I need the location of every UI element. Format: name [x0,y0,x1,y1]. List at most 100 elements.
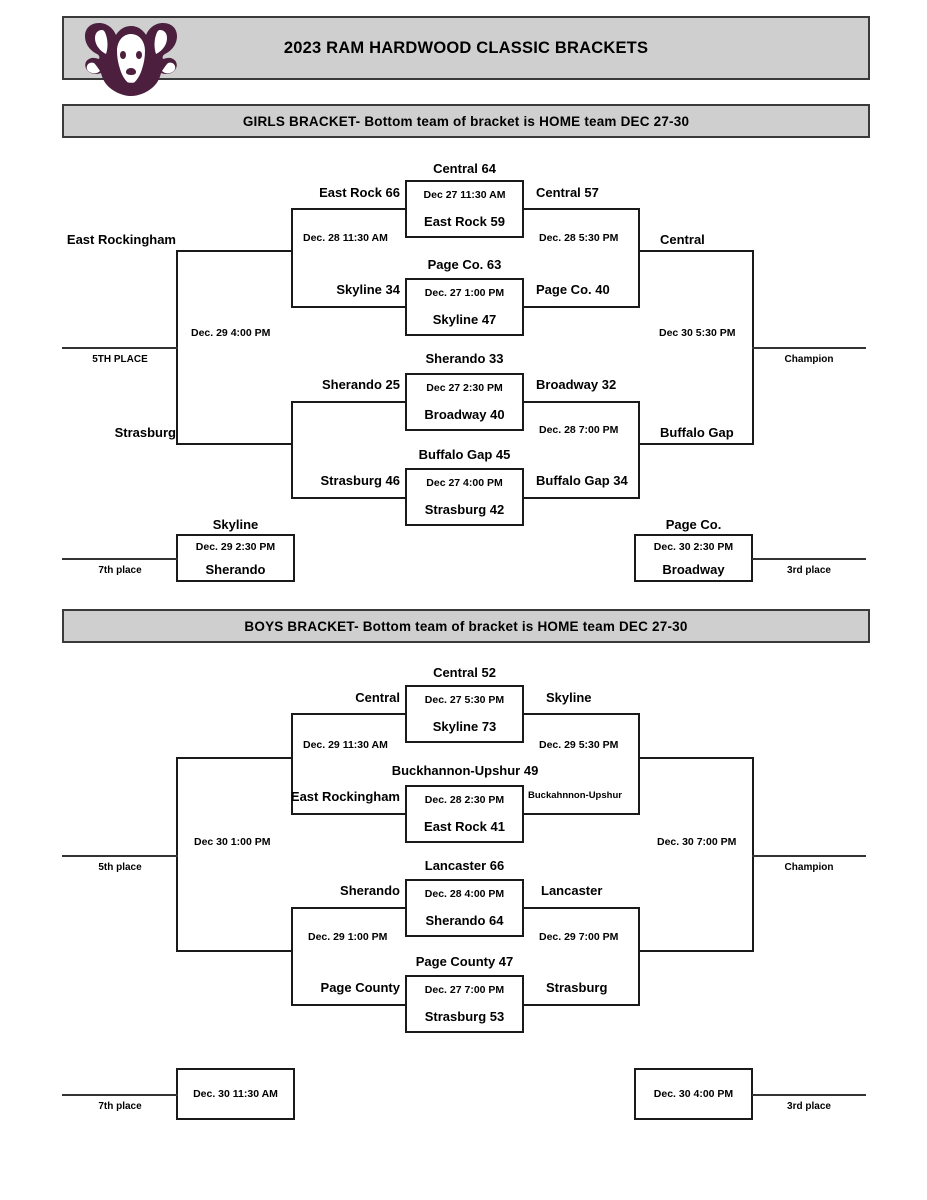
girls-third-place-bottom-team: Broadway [662,562,725,577]
girls-fifth-place-line [62,347,178,349]
boys-third-place-game[interactable]: Dec. 30 4:00 PM [634,1068,753,1120]
girls-game-2-time: Dec. 27 1:00 PM [424,287,505,299]
girls-r1-right-label-4: Buffalo Gap 34 [536,472,628,488]
girls-third-place-game[interactable]: Dec. 30 2:30 PM Broadway [634,534,753,582]
girls-semi-left-upper-team: East Rockingham [66,231,176,247]
boys-game-4[interactable]: Dec. 27 7:00 PM Strasburg 53 [405,975,524,1033]
girls-connector-lower [291,401,293,499]
boys-game-2-top-team: Buckhannon-Upshur 49 [391,762,539,778]
boys-semi-right-lower-time: Dec. 29 7:00 PM [539,931,619,943]
girls-game-2-top-team: Page Co. 63 [427,256,502,272]
girls-fifth-place-time: Dec. 29 4:00 PM [191,327,271,339]
girls-arm-r1-2 [291,306,406,308]
girls-semi-left-upper-arm [176,250,292,252]
girls-game-1[interactable]: Dec 27 11:30 AM East Rock 59 [405,180,524,238]
girls-seventh-place-game[interactable]: Dec. 29 2:30 PM Sherando [176,534,295,582]
girls-final-upper-arm [638,250,754,252]
girls-third-place-line [752,558,866,560]
boys-r1-left-label-2: East Rockingham [290,788,400,804]
girls-game-4-time: Dec 27 4:00 PM [426,477,503,489]
girls-semi-right-lower-winner: Buffalo Gap [660,424,734,440]
boys-r1-right-label-4: Strasburg [546,979,608,995]
boys-game-3[interactable]: Dec. 28 4:00 PM Sherando 64 [405,879,524,937]
girls-arm-r1-3 [291,401,406,403]
girls-third-place-time: Dec. 30 2:30 PM [653,541,734,553]
boys-semi-left-upper-arm [176,757,292,759]
girls-r1-right-label-3: Broadway 32 [536,376,617,392]
girls-game-4[interactable]: Dec 27 4:00 PM Strasburg 42 [405,468,524,526]
boys-game-3-top-team: Lancaster 66 [424,857,505,873]
boys-game-1-time: Dec. 27 5:30 PM [424,694,505,706]
boys-game-4-top-team: Page County 47 [415,953,514,969]
boys-arm-out-1 [524,713,640,715]
boys-r1-left-label-3: Sherando [340,882,400,898]
boys-connector-lower [291,907,293,1006]
girls-third-place-label: 3rd place [787,565,831,576]
boys-game-2-bottom-team: East Rock 41 [424,819,505,834]
ram-head-logo-icon [85,23,177,96]
boys-arm-out-4 [524,1004,640,1006]
girls-r1-left-label-3: Sherando 25 [321,376,400,392]
boys-final-spine [752,757,754,952]
boys-semi-right-upper-time: Dec. 29 5:30 PM [539,739,619,751]
girls-connector-upper [291,208,293,308]
boys-fifth-place-label: 5th place [98,862,142,873]
boys-semi-left-lower-time: Dec. 29 1:00 PM [308,931,388,943]
girls-game-1-time: Dec 27 11:30 AM [423,189,506,201]
boys-seventh-place-label: 7th place [98,1101,142,1112]
girls-semi-upper-bracket [638,208,640,308]
girls-semi-left-lower-arm [176,443,292,445]
page-title-banner: 2023 RAM HARDWOOD CLASSIC BRACKETS [62,16,870,80]
boys-game-4-time: Dec. 27 7:00 PM [424,984,505,996]
boys-fifth-place-time: Dec 30 1:00 PM [194,836,271,848]
boys-final-lower-arm [638,950,754,952]
girls-seventh-place-line [62,558,178,560]
boys-arm-r1-4 [291,1004,406,1006]
girls-champion-label: Champion [784,354,834,365]
girls-r1-left-label-1: East Rock 66 [319,184,400,200]
boys-banner-label: BOYS BRACKET- Bottom team of bracket is … [244,618,688,634]
girls-r1-right-label-2: Page Co. 40 [536,281,610,297]
boys-seventh-place-time: Dec. 30 11:30 AM [193,1087,278,1100]
boys-arm-r1-3 [291,907,406,909]
girls-final-time: Dec 30 5:30 PM [659,327,736,339]
boys-r1-right-label-3: Lancaster [541,882,603,898]
girls-champion-line [752,347,866,349]
girls-arm-r1-4 [291,497,406,499]
girls-game-3-top-team: Sherando 33 [425,350,504,366]
girls-semi-right-upper-winner: Central [660,231,705,247]
boys-semi-left-upper-time: Dec. 29 11:30 AM [303,739,388,751]
boys-arm-out-2 [524,813,640,815]
boys-champion-line [752,855,866,857]
boys-seventh-place-line [62,1094,178,1096]
boys-game-3-time: Dec. 28 4:00 PM [424,888,505,900]
boys-connector-upper [291,713,293,815]
girls-game-3[interactable]: Dec 27 2:30 PM Broadway 40 [405,373,524,431]
boys-game-1-top-team: Central 52 [433,664,496,680]
boys-third-place-label: 3rd place [787,1101,831,1112]
girls-game-1-top-team: Central 64 [433,160,496,176]
boys-champion-label: Champion [784,862,834,873]
girls-arm-out-3 [524,401,640,403]
girls-game-4-bottom-team: Strasburg 42 [424,502,505,517]
girls-fifth-place-label: 5TH PLACE [92,354,148,365]
girls-game-3-time: Dec 27 2:30 PM [426,382,503,394]
girls-arm-out-2 [524,306,640,308]
boys-game-2[interactable]: Dec. 28 2:30 PM East Rock 41 [405,785,524,843]
girls-seventh-place-bottom-team: Sherando [205,562,266,577]
boys-game-1[interactable]: Dec. 27 5:30 PM Skyline 73 [405,685,524,743]
girls-game-2[interactable]: Dec. 27 1:00 PM Skyline 47 [405,278,524,336]
girls-game-3-bottom-team: Broadway 40 [424,407,505,422]
boys-r1-left-label-1: Central [355,689,400,705]
girls-bracket-banner: GIRLS BRACKET- Bottom team of bracket is… [62,104,870,138]
girls-game-4-top-team: Buffalo Gap 45 [418,446,511,462]
boys-game-4-bottom-team: Strasburg 53 [424,1009,505,1024]
girls-semi-lower-bracket [638,401,640,499]
boys-seventh-place-game[interactable]: Dec. 30 11:30 AM [176,1068,295,1120]
girls-banner-label: GIRLS BRACKET- Bottom team of bracket is… [242,113,690,129]
boys-semi-left-lower-arm [176,950,292,952]
boys-r1-right-label-1: Skyline [546,689,592,705]
girls-seventh-place-time: Dec. 29 2:30 PM [195,541,276,553]
girls-semi-right-lower-time: Dec. 28 7:00 PM [539,424,619,436]
boys-semi-lower-bracket [638,907,640,1006]
